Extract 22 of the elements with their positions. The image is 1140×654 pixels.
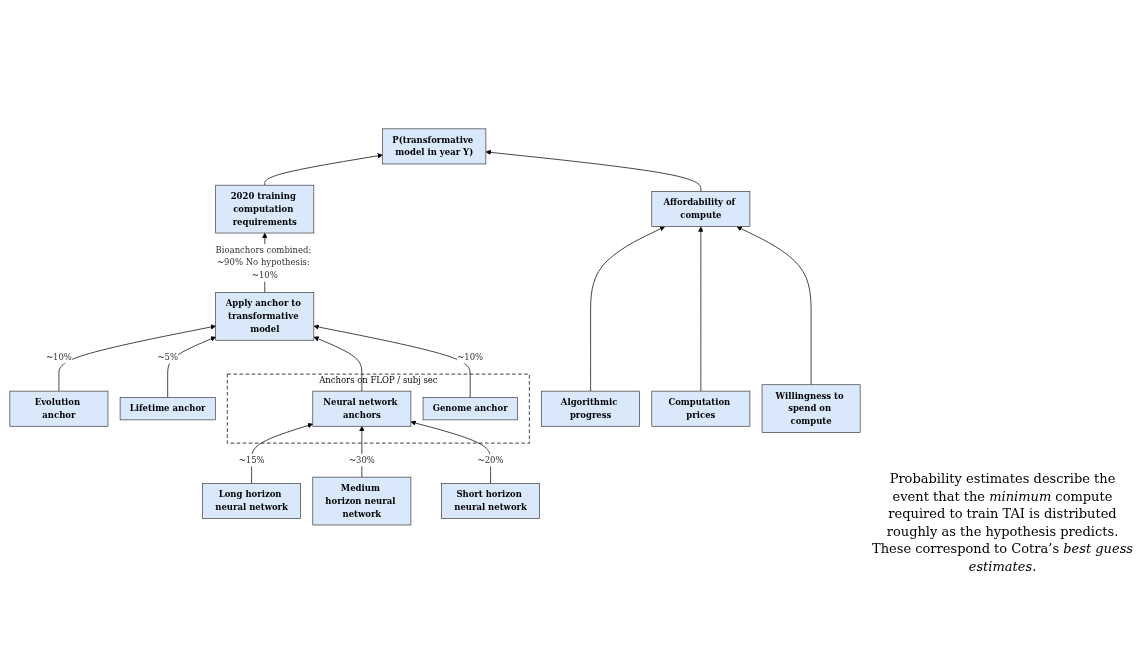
node-box: Apply anchor to transformative model <box>215 292 315 341</box>
node-box: Willingness to spend on compute <box>761 384 861 433</box>
node-box: Neural network anchors <box>312 390 412 427</box>
node-box: Evolution anchor <box>9 390 109 427</box>
edge-label: ~10% <box>457 352 484 362</box>
edge-label: Bioanchors combined: ~90% No hypothesis: ~10% <box>215 244 312 281</box>
node-box: Lifetime anchor <box>119 397 216 421</box>
node-box: 2020 training computation requirements <box>215 184 315 234</box>
edge-label: ~15% <box>238 455 265 465</box>
node-box: Medium horizon neural network <box>312 476 412 526</box>
node-box: Algorithmic progress <box>541 390 640 427</box>
node-box: Genome anchor <box>422 397 518 421</box>
node-box: Short horizon neural network <box>441 483 540 519</box>
edge-label: ~20% <box>477 455 504 465</box>
node-box: Affordability of compute <box>651 191 751 228</box>
edge-label: ~30% <box>348 455 375 465</box>
node-box: P(transformative model in year Y) <box>382 128 487 165</box>
note-text: Probability estimates describe the event that the minimum compute required to train TAI is distributed roughly as the hypothesis predicts. These correspond to Cotra’s best guess estimates. <box>871 470 1134 576</box>
node-box: Computation prices <box>651 390 751 427</box>
node-box: Long horizon neural network <box>202 483 301 519</box>
edge-label: ~5% <box>157 352 178 362</box>
edge-label: ~10% <box>45 352 72 362</box>
